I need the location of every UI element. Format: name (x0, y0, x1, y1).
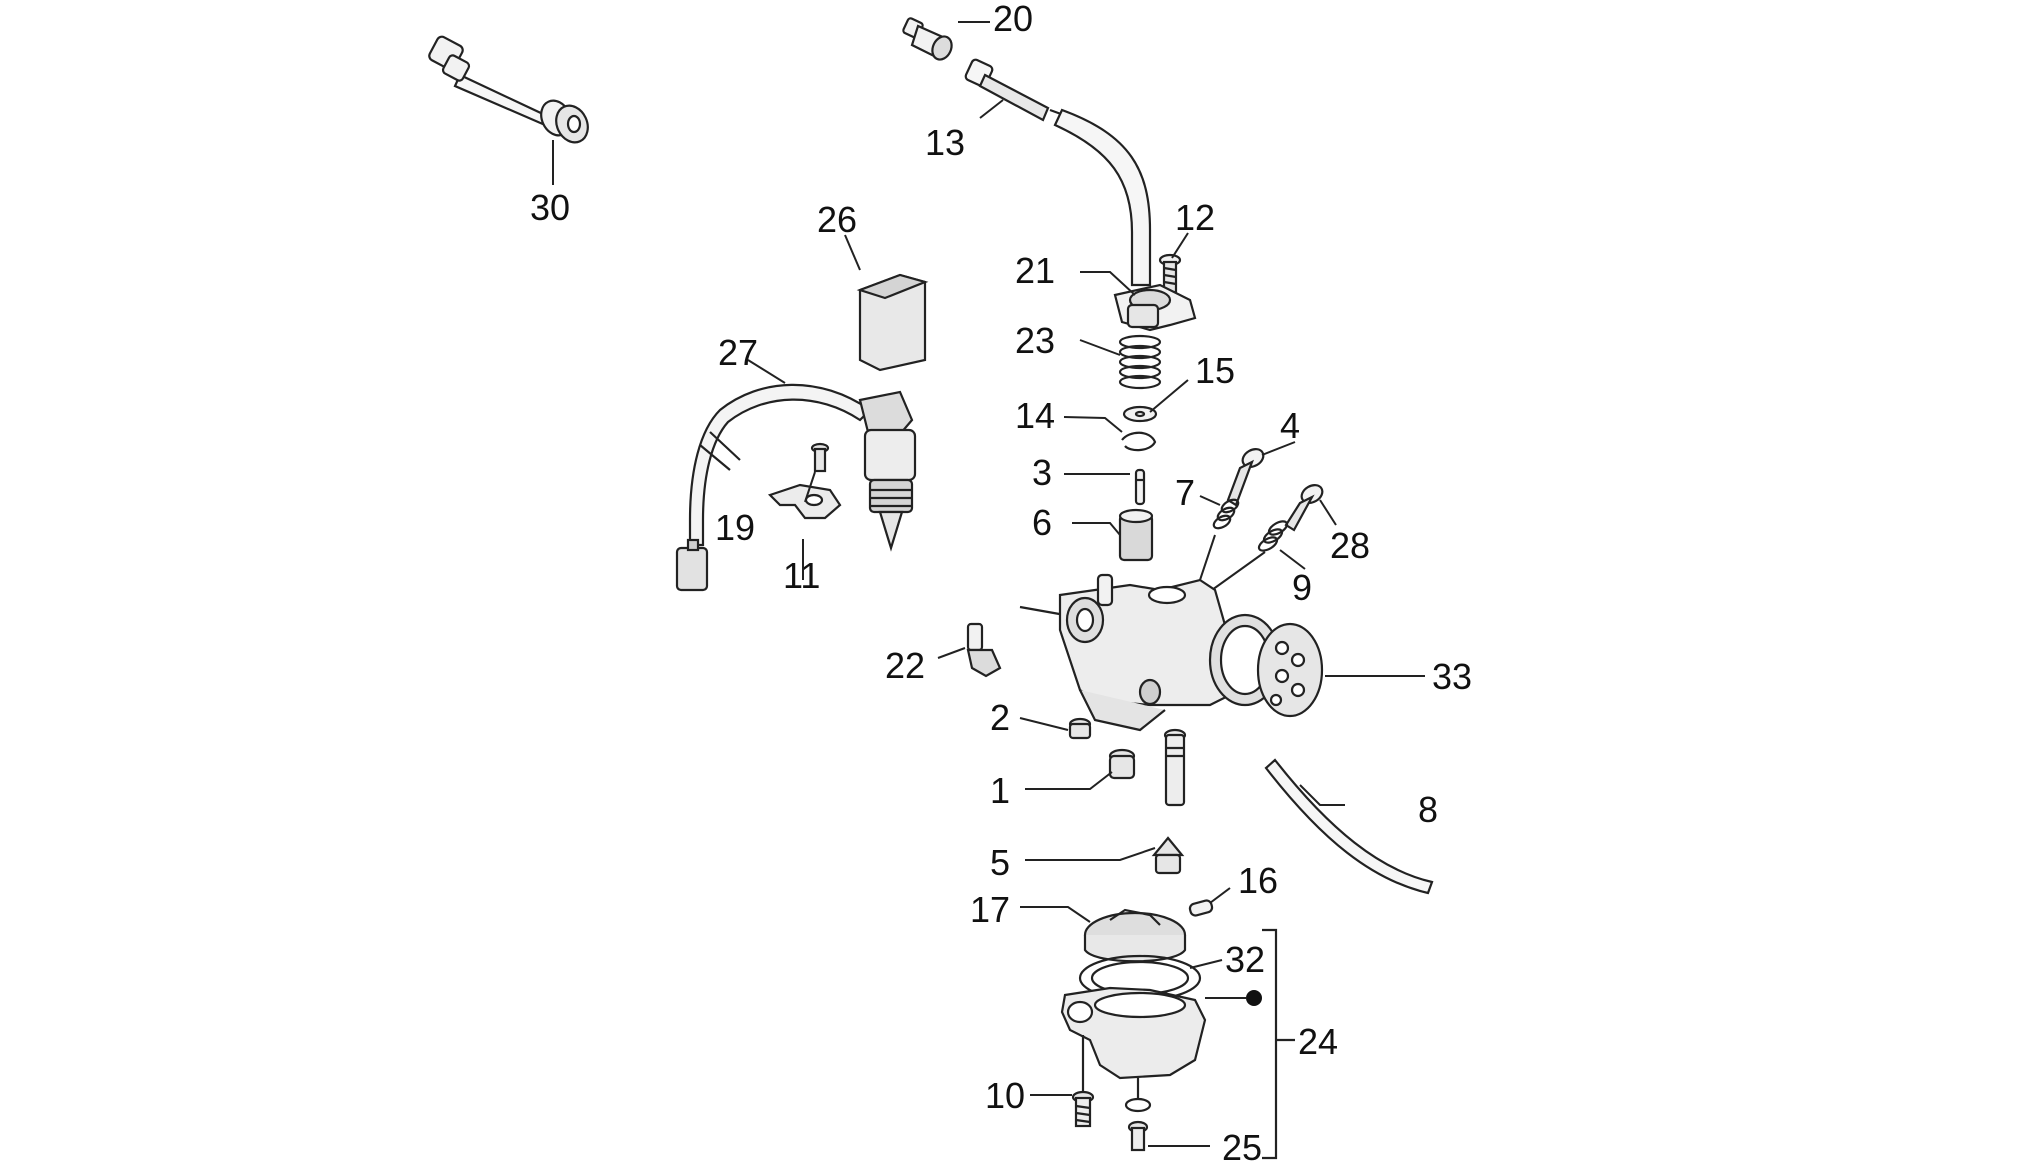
part-26-choke-cover (856, 273, 929, 372)
callout-9: 9 (1292, 567, 1312, 608)
callout-14: 14 (1015, 395, 1055, 436)
leader-lines (552, 21, 1425, 1147)
callout-22: 22 (885, 645, 925, 686)
part-3-jet-needle (1134, 468, 1146, 506)
part-8-fuel-hose (1264, 758, 1434, 895)
callout-labels: 20 13 30 12 26 21 23 27 15 14 4 3 7 6 19… (530, 0, 1472, 1163)
callout-7: 7 (1175, 472, 1195, 513)
callout-13: 13 (925, 122, 965, 163)
callout-33: 33 (1432, 656, 1472, 697)
callout-16: 16 (1238, 860, 1278, 901)
callout-20: 20 (993, 0, 1033, 39)
callout-32: 32 (1225, 939, 1265, 980)
callout-6: 6 (1032, 502, 1052, 543)
callout-19: 19 (715, 507, 755, 548)
part-12-screw (1158, 253, 1182, 294)
callout-10: 10 (985, 1075, 1025, 1116)
part-23-spring (1118, 334, 1162, 390)
float-bowl (1060, 986, 1207, 1080)
part-16-pin (1188, 899, 1214, 917)
part-14-circlip (1121, 431, 1157, 452)
part-28-screw (1284, 484, 1324, 532)
callout-4: 4 (1280, 405, 1300, 446)
part-19-screw (810, 442, 830, 473)
part-7-spring (1212, 498, 1240, 530)
part-33-plate (1256, 622, 1324, 718)
part-1-main-jet (1108, 748, 1136, 780)
bracket-dot (1246, 990, 1262, 1006)
callout-21: 21 (1015, 250, 1055, 291)
part-24-bracket (1262, 928, 1295, 1160)
callout-8: 8 (1418, 789, 1438, 830)
callout-1: 1 (990, 770, 1010, 811)
part-22-idle-screw (966, 622, 1002, 678)
part-4-screw (1226, 448, 1265, 507)
part-10-screw (1071, 1035, 1095, 1128)
callout-3: 3 (1032, 452, 1052, 493)
part-13-throttle-cable (964, 58, 1152, 287)
part-21-carburetor-cap (1113, 283, 1197, 332)
callout-11: 11 (783, 555, 820, 596)
emulsion-tube (1163, 728, 1187, 807)
callout-27: 27 (718, 332, 758, 373)
callout-2: 2 (990, 697, 1010, 738)
part-5-float-needle (1151, 836, 1185, 875)
part-15-washer (1122, 405, 1158, 423)
callout-25: 25 (1222, 1127, 1262, 1163)
callout-30: 30 (530, 187, 570, 228)
part-27-electric-choke (675, 383, 917, 592)
part-2-jet (1068, 717, 1092, 740)
callout-5: 5 (990, 842, 1010, 883)
callout-12: 12 (1175, 197, 1215, 238)
callout-28: 28 (1330, 525, 1370, 566)
part-30-cable-adjuster (428, 35, 589, 144)
callout-23: 23 (1015, 320, 1055, 361)
part-17-float (1083, 908, 1187, 963)
part-9-spring (1257, 520, 1289, 552)
callout-24: 24 (1298, 1021, 1338, 1062)
callout-15: 15 (1195, 350, 1235, 391)
callout-26: 26 (817, 199, 857, 240)
carburetor-body (1019, 573, 1282, 732)
part-25-drain-screw (1124, 1078, 1152, 1152)
callout-17: 17 (970, 889, 1010, 930)
part-6-throttle-slide (1118, 508, 1154, 562)
part-20-cable-cap (902, 17, 953, 61)
